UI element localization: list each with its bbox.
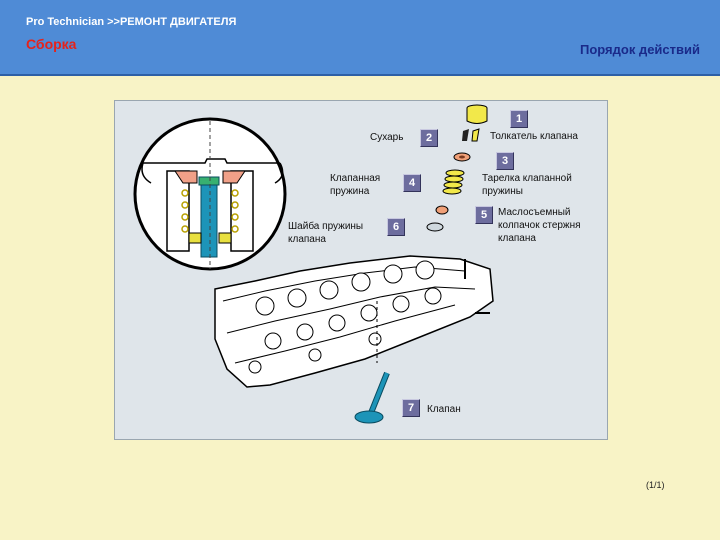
part-badge-5: 5: [475, 206, 493, 224]
diagram-panel: 1 2 3 4 5 6 7 Толкатель клапана Сухарь Т…: [114, 100, 608, 440]
label-valve-stem-seal: Маслосъемный колпачок стержня клапана: [498, 207, 581, 244]
label-spring-seat: Шайба пружины клапана: [288, 221, 364, 245]
part-badge-2: 2: [420, 129, 438, 147]
part-badge-3: 3: [496, 152, 514, 170]
part-badge-6: 6: [387, 218, 405, 236]
header-bar: Pro Technician >>РЕМОНТ ДВИГАТЕЛЯ Сборка…: [0, 0, 720, 76]
label-valve: Клапан: [427, 404, 461, 415]
section-title: Сборка: [26, 36, 77, 52]
valve-keeper-part: [462, 128, 480, 142]
spring-seat-part: [426, 222, 444, 232]
valve-spring-part: [442, 169, 465, 195]
part-badge-4: 4: [403, 174, 421, 192]
valve-detail-inset: [133, 117, 287, 271]
engine-diagram: [133, 104, 494, 424]
label-valve-lifter: Толкатель клапана: [490, 131, 578, 142]
valve-lifter-part: [466, 104, 488, 124]
part-badge-7: 7: [402, 399, 420, 417]
valve-part: [354, 371, 390, 424]
spring-retainer-part: [453, 152, 471, 162]
part-badge-1: 1: [510, 110, 528, 128]
cylinder-head-illustration: [214, 255, 494, 388]
valve-stem-seal-part: [435, 205, 449, 215]
label-valve-spring: Клапанная пружина: [330, 173, 381, 197]
label-spring-retainer: Тарелка клапанной пружины: [482, 173, 572, 197]
procedure-link[interactable]: Порядок действий: [580, 42, 700, 57]
page-indicator: (1/1): [646, 480, 665, 490]
breadcrumb[interactable]: Pro Technician >>РЕМОНТ ДВИГАТЕЛЯ: [26, 16, 237, 28]
label-valve-keeper: Сухарь: [370, 132, 404, 143]
